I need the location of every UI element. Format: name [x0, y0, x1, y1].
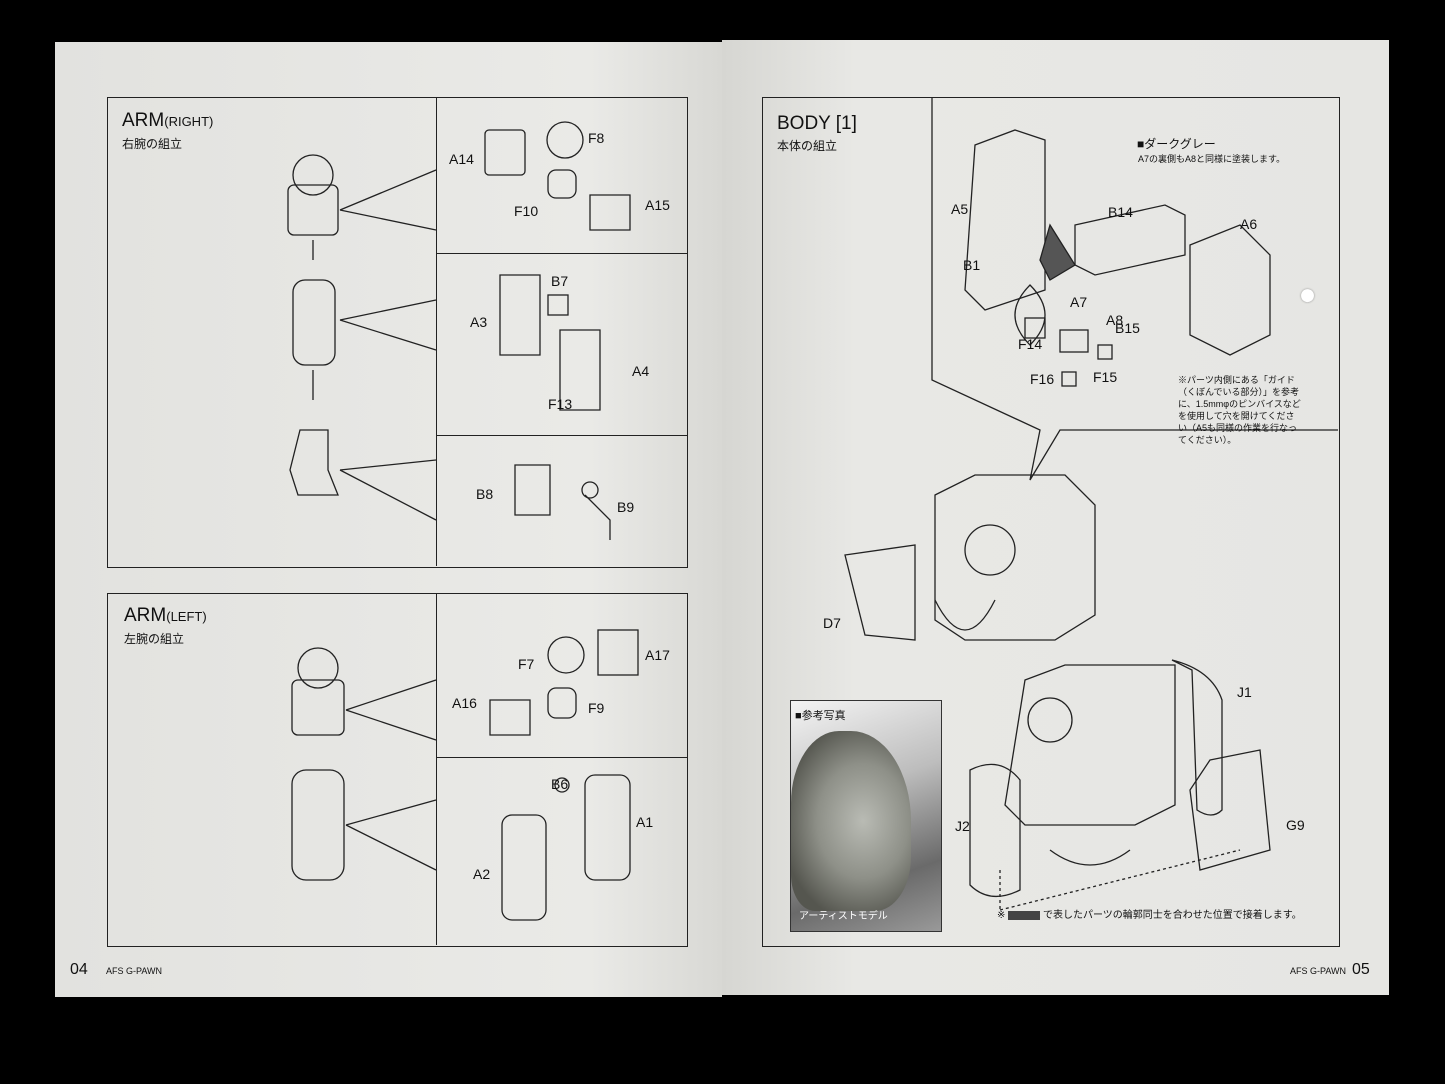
arm-forearm-part [292, 279, 336, 366]
dark-outline-swatch [1008, 910, 1041, 920]
divider [436, 253, 687, 254]
page-number-right: 05 [1352, 961, 1370, 978]
part-label: B8 [476, 486, 494, 502]
part-label: A14 [449, 151, 474, 167]
part-label: B6 [551, 776, 569, 792]
arm-upper-part [287, 184, 339, 236]
part-label: A17 [645, 647, 670, 663]
part-label: B7 [551, 273, 569, 289]
part-label: A15 [645, 197, 670, 213]
part-label: F13 [548, 396, 573, 412]
part-label: B15 [1115, 320, 1140, 336]
footer-left: AFS G-PAWN [106, 966, 162, 976]
part-label: B1 [963, 257, 981, 273]
callout-frame [931, 97, 1338, 481]
hand-part [289, 429, 339, 496]
part-label: F7 [518, 656, 535, 672]
part-label: D7 [823, 615, 841, 631]
align-note: ※ で表したパーツの輪郭同士を合わせた位置で接着します。 [997, 906, 1302, 921]
part-label: F16 [1030, 371, 1055, 387]
divider [436, 593, 437, 945]
part-label: A7 [1070, 294, 1088, 310]
divider [436, 435, 687, 436]
paint-note: A7の裏側もA8と同様に塗装します。 [1138, 154, 1286, 164]
arm-right-title: ARM(RIGHT) [122, 110, 214, 131]
body-subtitle: 本体の組立 [777, 139, 838, 153]
divider [436, 97, 437, 566]
part-label: J2 [955, 818, 970, 834]
part-label: A5 [951, 201, 969, 217]
photo-caption: アーティストモデル [799, 911, 888, 922]
photo-header: ■参考写真 [795, 710, 846, 722]
page-number-left: 04 [70, 961, 88, 978]
footer-right: AFS G-PAWN [1290, 966, 1346, 976]
arm-right-panel [107, 97, 688, 568]
part-label: A3 [470, 314, 488, 330]
part-label: J1 [1237, 684, 1252, 700]
arm-left-subtitle: 左腕の組立 [124, 632, 185, 646]
divider [436, 757, 687, 758]
arm-left-title: ARM(LEFT) [124, 605, 207, 626]
arm-left-panel [107, 593, 688, 947]
part-label: F14 [1018, 336, 1043, 352]
part-label: A8 [1106, 312, 1124, 328]
left-page [55, 42, 722, 997]
body-panel [762, 97, 1340, 947]
part-label: A2 [473, 866, 491, 882]
drill-note: ※パーツ内側にある「ガイド（くぼんでいる部分）」を参考に、1.5mmφのピンバイ… [1178, 375, 1301, 445]
artist-model-image [791, 731, 911, 911]
reference-photo: ■参考写真 アーティストモデル [790, 700, 942, 932]
paint-color-label: ■ダークグレー [1137, 137, 1216, 151]
note-mark: ※ [997, 910, 1006, 921]
part-label: F8 [588, 130, 605, 146]
part-label: A6 [1240, 216, 1258, 232]
part-label: B9 [617, 499, 635, 515]
body-title: BODY [1] [777, 113, 857, 134]
part-label: F9 [588, 700, 605, 716]
align-note-text: で表したパーツの輪郭同士を合わせた位置で接着します。 [1042, 910, 1302, 921]
arm-right-subtitle: 右腕の組立 [122, 137, 183, 151]
part-label: G9 [1286, 817, 1305, 833]
part-label: F10 [514, 203, 539, 219]
part-label: A16 [452, 695, 477, 711]
part-label: A1 [636, 814, 654, 830]
part-label: A4 [632, 363, 650, 379]
part-label: F15 [1093, 369, 1118, 385]
part-label: B14 [1108, 204, 1133, 220]
